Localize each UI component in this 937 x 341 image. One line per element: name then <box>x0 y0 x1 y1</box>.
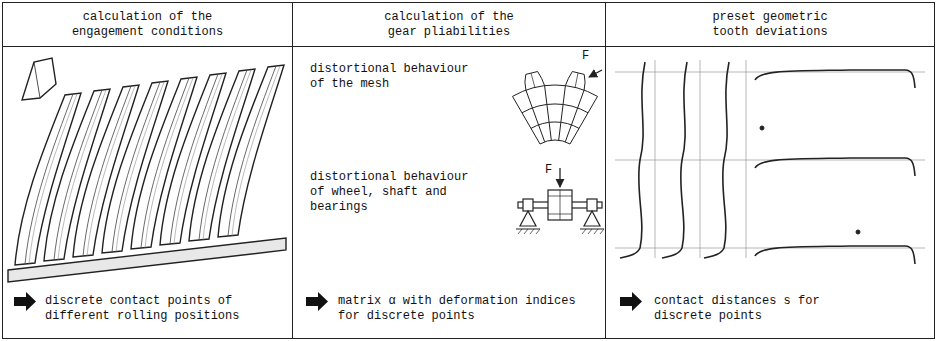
tooth-mesh <box>513 70 603 144</box>
header-cell: calculation of the gear pliabilities <box>292 2 606 47</box>
result-text: discrete contact points of different rol… <box>45 294 260 324</box>
shaft-bearing <box>516 168 604 234</box>
force-label: F <box>582 49 594 64</box>
column-heading: preset geometric tooth deviations <box>693 10 848 40</box>
deviation-plot <box>615 60 925 264</box>
annotation: distortional behaviour of wheel, shaft a… <box>310 170 486 215</box>
gear-teeth <box>8 58 286 282</box>
result-cell: contact distances s for discrete points <box>605 46 935 339</box>
header-cell: preset geometric tooth deviations <box>605 2 935 47</box>
result-text: matrix α with deformation indices for di… <box>338 294 590 324</box>
force-label: F <box>545 163 557 178</box>
header-cell: calculation of the engagement conditions <box>2 2 293 47</box>
column-heading: calculation of the engagement conditions <box>70 10 225 40</box>
result-cell: discrete contact points of different rol… <box>2 46 293 339</box>
column-heading: calculation of the gear pliabilities <box>372 10 527 40</box>
result-text: contact distances s for discrete points <box>654 294 836 324</box>
annotation: distortional behaviour of the mesh <box>310 62 486 92</box>
